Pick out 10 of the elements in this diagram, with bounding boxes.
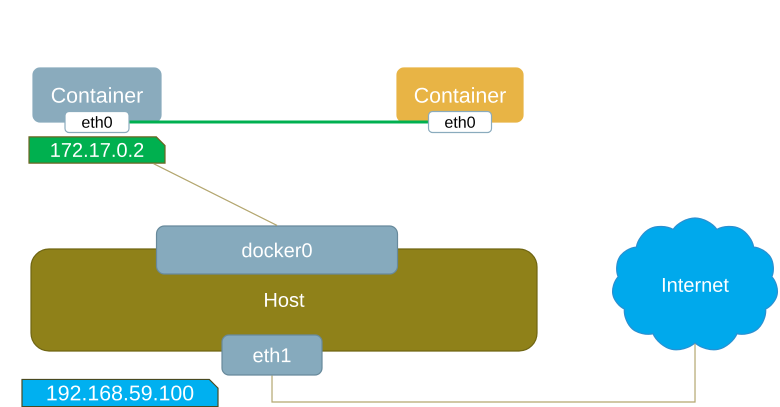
port-box: eth0 [428,110,492,134]
bridge-box: docker0 [156,225,398,275]
port-box: eth0 [64,110,130,134]
port-box: eth1 [221,334,323,376]
connection-line [153,163,278,226]
connection-line [130,120,428,124]
ip-address-box: 192.168.59.100 [21,378,219,407]
ip-address-box: 172.17.0.2 [28,136,166,164]
cloud: Internet [612,217,778,350]
connection-line [271,344,696,403]
